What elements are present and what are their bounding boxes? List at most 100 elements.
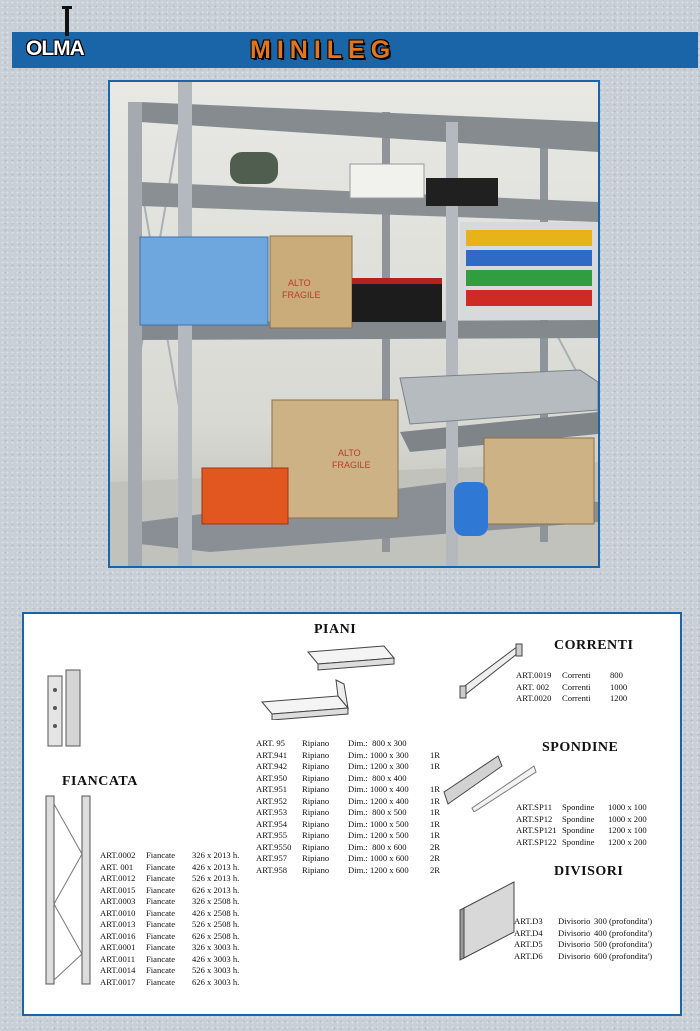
correnti-title: CORRENTI [554, 638, 634, 653]
divisori-art: ART.D4 [514, 927, 543, 938]
box-label-fragile-2: FRAGILE [332, 460, 371, 470]
divisori-art: ART.D3 [514, 916, 543, 926]
fiancata-dim: 526 x 2508 h. [192, 919, 240, 929]
fiancata-dim: 626 x 2013 h. [192, 884, 240, 895]
beam-icon [459, 643, 523, 699]
spondine-desc: Spondine [562, 825, 595, 835]
fiancata-dim: 426 x 3003 h. [192, 953, 240, 964]
piani-desc: Ripiano [302, 772, 330, 783]
piani-desc: Ripiano [302, 853, 330, 863]
fiancata-art: ART.0013 [100, 919, 136, 929]
fiancata-desc: Fiancate [146, 907, 176, 918]
piani-dim: Dim.: 1000 x 400 [348, 784, 409, 794]
fiancata-desc: Fiancate [146, 896, 176, 906]
fiancata-art: ART.0001 [100, 942, 136, 952]
fiancata-art: ART.0014 [100, 965, 136, 975]
piani-art: ART.955 [256, 830, 288, 840]
box-label-alto-2: ALTO [338, 448, 361, 458]
spondine-desc: Spondine [562, 836, 595, 847]
piani-art: ART.952 [256, 795, 288, 806]
piani-suffix: 1R [430, 784, 441, 794]
correnti-dim: 1000 [610, 681, 628, 692]
correnti-dim: 1200 [610, 693, 628, 703]
correnti-row: ART.0019 Correnti 800 [516, 670, 640, 682]
correnti-dim: 800 [610, 670, 623, 680]
fiancata-art: ART. 001 [100, 861, 134, 872]
fiancata-art: ART.0010 [100, 907, 136, 918]
divisori-art: ART.D5 [514, 939, 543, 949]
shelf-panel-icon [260, 645, 396, 720]
divisori-dim: 300 (profondita') [594, 916, 653, 926]
company-logo: OLMA [26, 37, 85, 60]
piani-dim: Dim.: 1000 x 300 [348, 749, 409, 760]
divisori-art: ART.D6 [514, 950, 543, 961]
fiancata-desc: Fiancate [146, 965, 176, 975]
piani-art: ART.958 [256, 864, 288, 875]
piani-suffix: 1R [430, 749, 441, 760]
spondine-desc: Spondine [562, 802, 595, 812]
piani-desc: Ripiano [302, 749, 330, 760]
piani-suffix: 2R [430, 841, 441, 852]
fiancata-desc: Fiancate [146, 861, 176, 872]
correnti-art: ART.0020 [516, 693, 552, 703]
spondine-dim: 1200 x 200 [608, 836, 647, 847]
piani-dim: Dim.: 1000 x 600 [348, 853, 409, 863]
piani-row: ART.941 Ripiano Dim.: 1000 x 300 1R [256, 750, 444, 762]
spondine-art: ART.SP121 [516, 825, 557, 835]
spondine-title: SPONDINE [542, 740, 619, 755]
spondine-dim: 1000 x 200 [608, 813, 647, 824]
product-photo: ALTO FRAGILE ALTO FRAGILE [108, 80, 600, 568]
header-band [12, 32, 698, 68]
piani-dim: Dim.: 800 x 500 [348, 807, 407, 817]
piani-art: ART.951 [256, 784, 288, 794]
piani-dim: Dim.: 1200 x 600 [348, 864, 409, 875]
piani-desc: Ripiano [302, 818, 330, 829]
fiancata-dim: 426 x 2508 h. [192, 907, 240, 918]
piani-suffix: 2R [430, 864, 441, 875]
piani-title: PIANI [314, 622, 357, 637]
fiancata-art: ART.0002 [100, 850, 136, 860]
factory-chimney-icon [62, 6, 72, 36]
correnti-art: ART.0019 [516, 670, 552, 680]
fiancata-art: ART.0003 [100, 896, 136, 906]
piani-dim: Dim.: 800 x 600 [348, 841, 407, 852]
piani-art: ART.941 [256, 749, 288, 760]
piani-desc: Ripiano [302, 864, 330, 875]
spondine-desc: Spondine [562, 813, 595, 824]
divisori-desc: Divisorio [558, 927, 591, 938]
piani-suffix [430, 738, 444, 750]
side-frame-detail-icon [47, 669, 81, 747]
piani-dim: Dim.: 1200 x 500 [348, 830, 409, 840]
fiancata-row: ART.0010 Fiancate 426 x 2508 h. [100, 908, 258, 920]
spondine-art: ART.SP11 [516, 802, 553, 812]
piani-art: ART.9550 [256, 841, 292, 852]
piani-desc: Ripiano [302, 841, 330, 852]
fiancata-dim: 326 x 2013 h. [192, 850, 240, 860]
piani-suffix: 1R [430, 807, 441, 817]
box-label-fragile: FRAGILE [282, 290, 321, 300]
fiancata-dim: 626 x 2508 h. [192, 930, 240, 941]
divisori-dim: 400 (profondita') [594, 927, 653, 938]
correnti-desc: Correnti [562, 670, 591, 680]
piani-suffix: 1R [430, 818, 441, 829]
divisori-title: DIVISORI [554, 864, 624, 879]
side-frame-icon [45, 795, 91, 985]
piani-dim: Dim.: 1200 x 300 [348, 761, 409, 771]
